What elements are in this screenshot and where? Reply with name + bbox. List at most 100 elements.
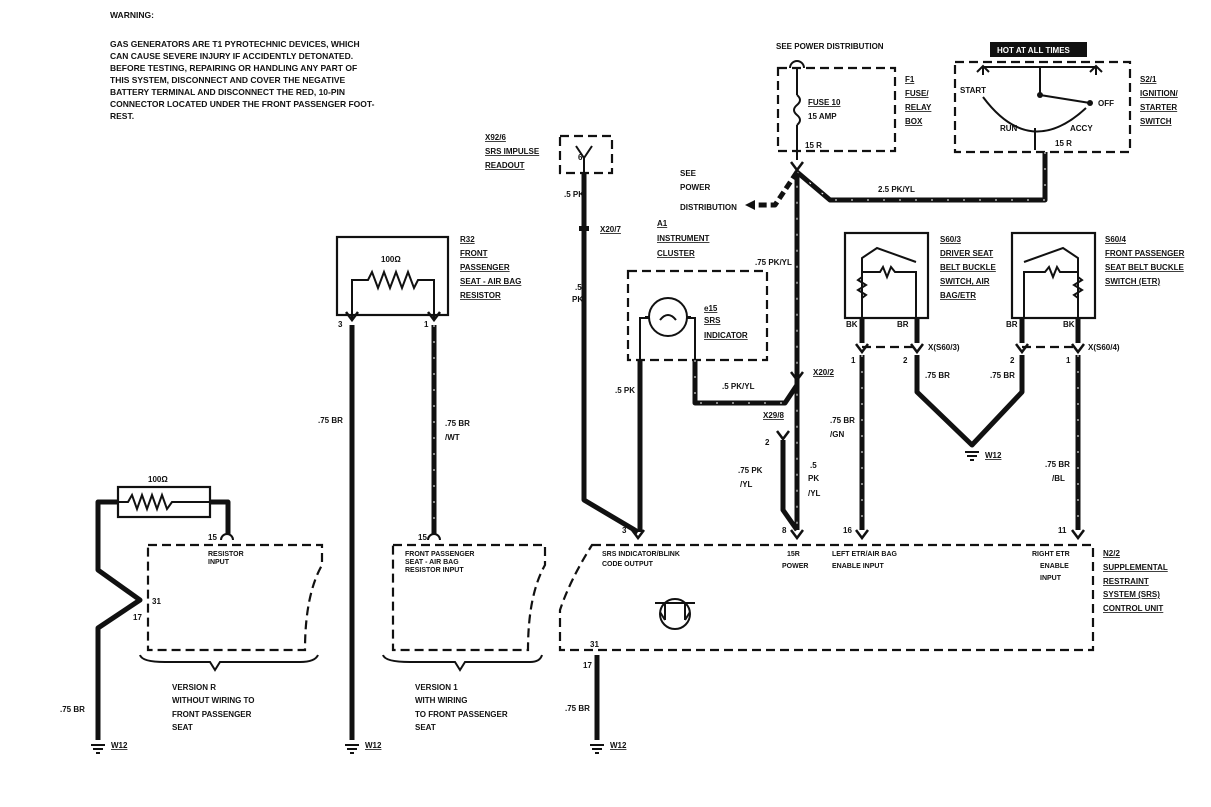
svg-text:THIS SYSTEM, DISCONNECT AND CO: THIS SYSTEM, DISCONNECT AND COVER THE NE… [110, 75, 346, 85]
svg-text:.75 BR: .75 BR [925, 371, 950, 380]
svg-text:3: 3 [622, 526, 627, 535]
svg-text:RESISTOR: RESISTOR [460, 291, 501, 300]
svg-text:2: 2 [903, 356, 908, 365]
svg-text:DISTRIBUTION: DISTRIBUTION [680, 203, 737, 212]
svg-text:ENABLE: ENABLE [1040, 563, 1069, 570]
svg-text:SEAT: SEAT [415, 723, 436, 732]
svg-text:/YL: /YL [808, 489, 821, 498]
svg-text:PASSENGER: PASSENGER [460, 263, 510, 272]
svg-text:BR: BR [897, 320, 909, 329]
svg-text:FRONT PASSENGER: FRONT PASSENGER [172, 710, 252, 719]
svg-text:SUPPLEMENTAL: SUPPLEMENTAL [1103, 563, 1168, 572]
svg-text:15 AMP: 15 AMP [808, 112, 837, 121]
svg-text:SEAT - AIR BAG: SEAT - AIR BAG [460, 277, 521, 286]
svg-text:/BL: /BL [1052, 474, 1065, 483]
svg-text:OFF: OFF [1098, 99, 1114, 108]
svg-text:X(S60/3): X(S60/3) [928, 343, 960, 352]
svg-text:CODE OUTPUT: CODE OUTPUT [602, 561, 654, 568]
svg-text:ACCY: ACCY [1070, 124, 1093, 133]
svg-text:CONNECTOR LOCATED UNDER THE FR: CONNECTOR LOCATED UNDER THE FRONT PASSEN… [110, 99, 375, 109]
svg-text:15 R: 15 R [805, 141, 822, 150]
x29-connector: X29/8 2 .75 PK /YL .5 PK /YL [738, 411, 821, 532]
svg-text:.75 BR: .75 BR [60, 705, 85, 714]
svg-text:TO FRONT PASSENGER: TO FRONT PASSENGER [415, 710, 508, 719]
svg-text:SWITCH: SWITCH [1140, 117, 1172, 126]
svg-text:X20/2: X20/2 [813, 368, 834, 377]
svg-text:.5 PK: .5 PK [615, 386, 635, 395]
svg-text:W12: W12 [365, 741, 382, 750]
svg-text:X92/6: X92/6 [485, 133, 506, 142]
transistor-icon [655, 598, 695, 630]
svg-text:CAN CAUSE SEVERE INJURY IF ACC: CAN CAUSE SEVERE INJURY IF ACCIDENTLY DE… [110, 51, 353, 61]
svg-text:.5 PK: .5 PK [564, 190, 584, 199]
svg-text:/WT: /WT [445, 433, 460, 442]
power-feed-wires: 2.5 PK/YL SEE POWER DISTRIBUTION .75 PK/… [680, 152, 1048, 530]
svg-text:100Ω: 100Ω [148, 475, 168, 484]
srs-impulse-readout: X92/6 SRS IMPULSE READOUT 6 .5 PK X20/7 … [485, 133, 640, 535]
svg-text:.75 BR: .75 BR [565, 704, 590, 713]
svg-text:100Ω: 100Ω [381, 255, 401, 264]
svg-text:POWER: POWER [680, 183, 710, 192]
svg-text:.5 PK/YL: .5 PK/YL [722, 382, 755, 391]
svg-text:BELT BUCKLE: BELT BUCKLE [940, 263, 997, 272]
svg-text:SEE: SEE [680, 169, 697, 178]
svg-text:REST.: REST. [110, 111, 134, 121]
svg-text:BOX: BOX [905, 117, 923, 126]
svg-text:17: 17 [583, 661, 592, 670]
svg-text:FRONT PASSENGER: FRONT PASSENGER [405, 551, 475, 558]
svg-text:BATTERY TERMINAL AND DISCONNEC: BATTERY TERMINAL AND DISCONNECT THE RED,… [110, 87, 345, 97]
svg-text:F1: F1 [905, 75, 915, 84]
svg-text:W12: W12 [610, 741, 627, 750]
svg-text:FUSE 10: FUSE 10 [808, 98, 841, 107]
svg-text:BK: BK [846, 320, 858, 329]
svg-text:STARTER: STARTER [1140, 103, 1177, 112]
svg-text:RESTRAINT: RESTRAINT [1103, 577, 1149, 586]
svg-text:PK: PK [572, 295, 583, 304]
svg-text:SEAT - AIR BAG: SEAT - AIR BAG [405, 559, 459, 566]
svg-text:W12: W12 [985, 451, 1002, 460]
svg-text:6: 6 [578, 153, 583, 162]
svg-text:2: 2 [765, 438, 770, 447]
srs-indicator-bulb-icon [648, 297, 688, 337]
svg-text:SWITCH, AIR: SWITCH, AIR [940, 277, 990, 286]
svg-text:SEAT BELT BUCKLE: SEAT BELT BUCKLE [1105, 263, 1184, 272]
svg-text:1: 1 [1066, 356, 1071, 365]
svg-text:CONTROL UNIT: CONTROL UNIT [1103, 604, 1163, 613]
svg-text:15 R: 15 R [1055, 139, 1072, 148]
front-passenger-seat-belt-buckle-switch: S60/4 FRONT PASSENGER SEAT BELT BUCKLE S… [990, 231, 1185, 530]
svg-text:RELAY: RELAY [905, 103, 932, 112]
svg-text:31: 31 [152, 597, 161, 606]
svg-text:S2/1: S2/1 [1140, 75, 1157, 84]
svg-text:/GN: /GN [830, 430, 844, 439]
svg-text:FUSE/: FUSE/ [905, 89, 929, 98]
svg-text:SRS INDICATOR/BLINK: SRS INDICATOR/BLINK [602, 551, 680, 558]
version-r-module: 100Ω 15 RESISTOR INPUT 31 17 VERSION R W… [60, 475, 324, 754]
svg-text:S60/3: S60/3 [940, 235, 961, 244]
svg-text:HOT AT ALL TIMES: HOT AT ALL TIMES [997, 46, 1071, 55]
svg-text:POWER: POWER [782, 563, 808, 570]
svg-text:BEFORE TESTING, REPAIRING OR H: BEFORE TESTING, REPAIRING OR HANDLING AN… [110, 63, 357, 73]
svg-text:.75 BR: .75 BR [318, 416, 343, 425]
svg-text:15R: 15R [787, 551, 800, 558]
resistor-icon [351, 269, 435, 318]
svg-text:GAS GENERATORS ARE T1 PYROTECH: GAS GENERATORS ARE T1 PYROTECHNIC DEVICE… [110, 39, 360, 49]
svg-text:1: 1 [424, 320, 429, 329]
svg-text:15: 15 [418, 533, 427, 542]
svg-text:e15: e15 [704, 304, 718, 313]
version-1-module: 15 FRONT PASSENGER SEAT - AIR BAG RESIST… [382, 533, 547, 732]
instrument-cluster: A1 INSTRUMENT CLUSTER e15 SRS INDICATOR … [615, 219, 834, 532]
svg-text:RUN: RUN [1000, 124, 1018, 133]
driver-seat-belt-buckle-switch: S60/3 DRIVER SEAT BELT BUCKLE SWITCH, AI… [830, 231, 1025, 530]
svg-text:8: 8 [782, 526, 787, 535]
svg-text:IGNITION/: IGNITION/ [1140, 89, 1179, 98]
svg-text:SEE POWER DISTRIBUTION: SEE POWER DISTRIBUTION [776, 42, 884, 51]
svg-text:WITHOUT WIRING TO: WITHOUT WIRING TO [172, 696, 255, 705]
svg-text:LEFT ETR/AIR BAG: LEFT ETR/AIR BAG [832, 551, 897, 558]
svg-text:2.5 PK/YL: 2.5 PK/YL [878, 185, 915, 194]
svg-text:FRONT PASSENGER: FRONT PASSENGER [1105, 249, 1185, 258]
svg-text:W12: W12 [111, 741, 128, 750]
svg-text:/YL: /YL [740, 480, 753, 489]
svg-text:.75 BR: .75 BR [830, 416, 855, 425]
svg-text:CLUSTER: CLUSTER [657, 249, 695, 258]
